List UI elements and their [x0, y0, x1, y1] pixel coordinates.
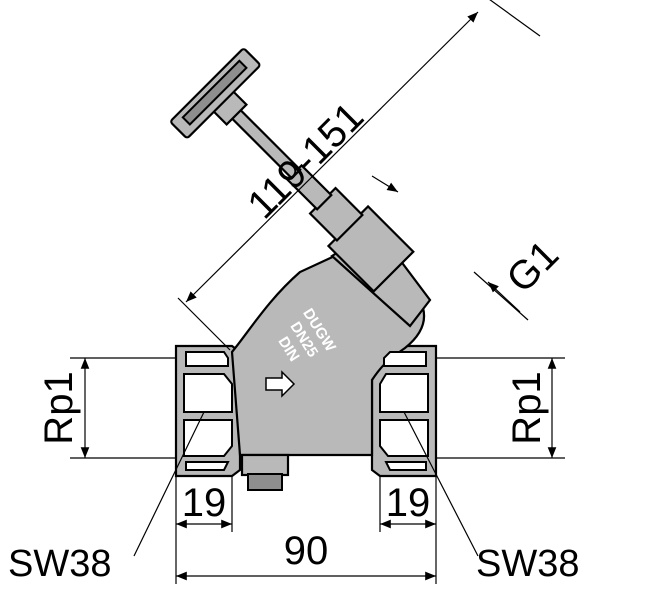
- dim-port-right: Rp1: [436, 357, 565, 459]
- wrench-size-left: SW38: [8, 411, 205, 585]
- dim-thread-length-right: 19: [379, 476, 437, 532]
- dim-port-right-label: Rp1: [505, 371, 549, 444]
- dim-port-left: Rp1: [37, 357, 176, 459]
- wrench-size-right: SW38: [403, 411, 579, 585]
- wrench-size-left-label: SW38: [8, 543, 111, 585]
- dim-thread-length-left: 19: [175, 476, 233, 532]
- dim-thread-length-left-label: 19: [182, 481, 227, 525]
- dim-thread-length-right-label: 19: [386, 481, 431, 525]
- dim-face-to-face: 90: [175, 529, 437, 584]
- right-port-threads: [379, 351, 429, 471]
- dim-thread-stem-label: G1: [498, 232, 567, 301]
- drain-plug-cap: [247, 473, 283, 491]
- wrench-size-right-label: SW38: [476, 543, 579, 585]
- dim-port-left-label: Rp1: [37, 371, 81, 444]
- drain-plug: [240, 453, 290, 477]
- flow-arrow-icon: [265, 370, 296, 398]
- dim-face-to-face-label: 90: [284, 529, 329, 573]
